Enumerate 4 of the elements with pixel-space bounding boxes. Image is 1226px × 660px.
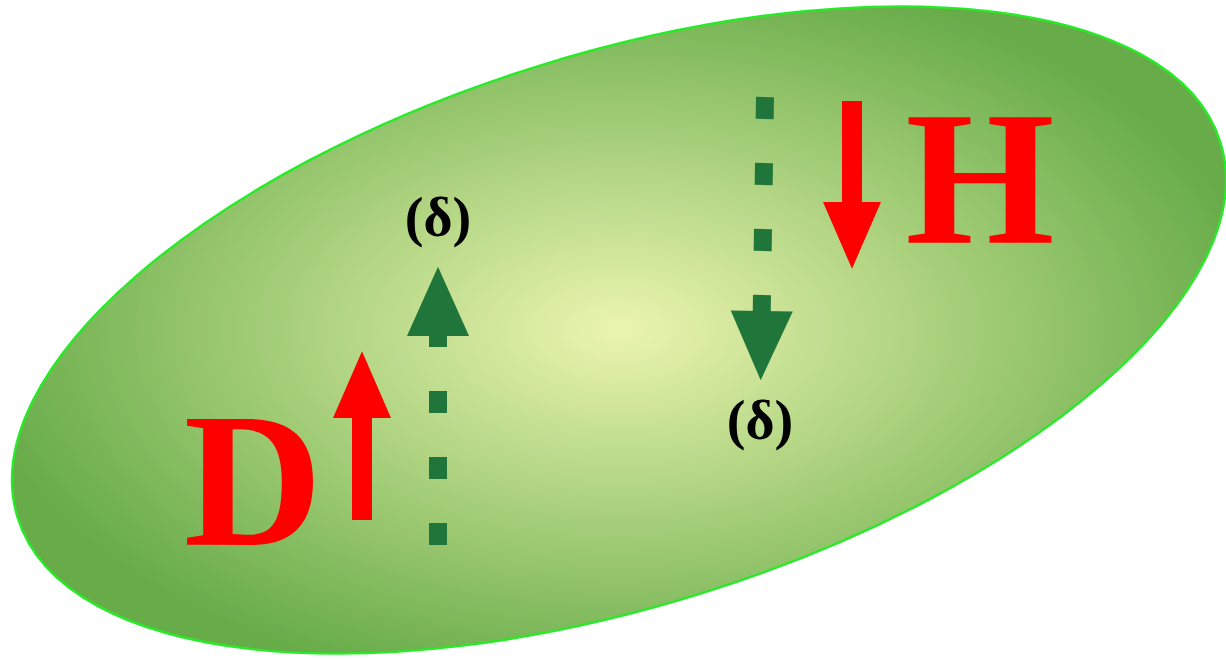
letter-label: H [908, 117, 1052, 243]
letter-label: D [187, 418, 313, 546]
symbol-label: (δ) [729, 399, 791, 451]
symbol-label: (δ) [407, 196, 469, 248]
